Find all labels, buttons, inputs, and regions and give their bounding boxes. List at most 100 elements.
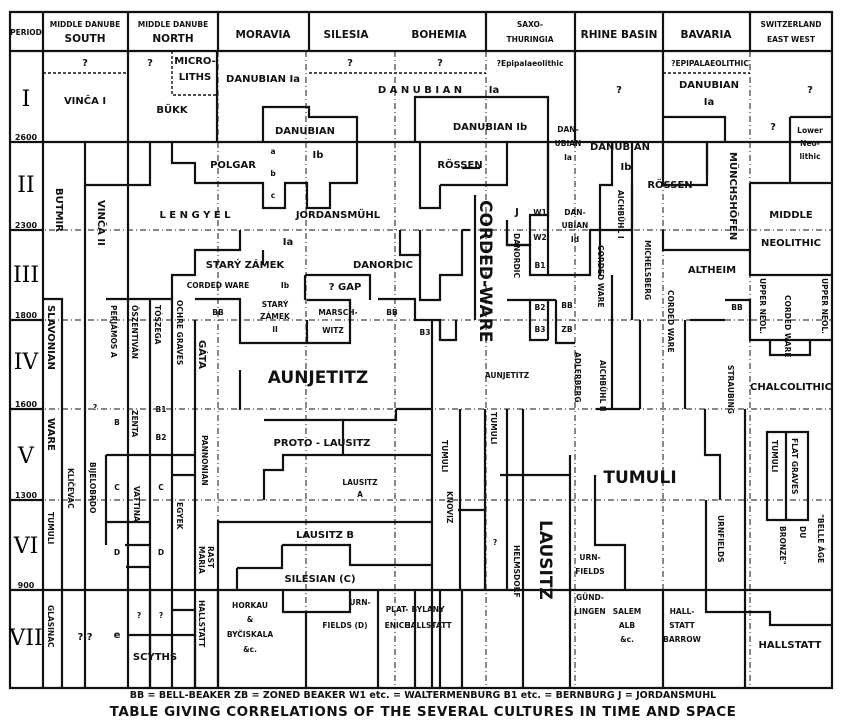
date-2600: 2600: [15, 133, 38, 142]
cell-klicevac: KLIČEVAC: [66, 468, 75, 509]
cell-swiss-unknown: ?: [807, 85, 813, 96]
cell-perjamos-c: C: [114, 483, 120, 492]
cell-e: e: [114, 630, 121, 641]
cell-bronze: BRONZE": [778, 526, 787, 565]
cell-salem-alb-2: ALB: [619, 621, 636, 630]
cell-marschwitz-2: WITZ: [322, 326, 344, 335]
cell-horkau-2: &: [247, 615, 254, 624]
cell-unknown: ?: [159, 611, 163, 620]
cell-zenta: ZENTA: [130, 410, 139, 437]
cell-du: DU: [798, 526, 807, 538]
cell-belle-age: "BELLE ÂGE: [816, 514, 825, 563]
cell-danubian-id-2: UBIAN: [562, 221, 589, 230]
cell-epipalaeolithic-saxo: ?Epipalaeolithic: [497, 59, 564, 68]
date-1800: 1800: [15, 311, 38, 320]
cell-hallstatt-swiss: HALLSTATT: [759, 640, 822, 651]
cell-unknown: ?: [347, 58, 353, 69]
cell-danordic-small: DANORDIC: [512, 233, 521, 278]
cell-aunjetitz: AUNJETITZ: [268, 368, 368, 388]
period-v: V: [17, 444, 35, 469]
cell-lausitz-a-2: A: [357, 490, 363, 499]
cell-rossen-saxo: RÖSSEN: [437, 157, 482, 171]
cell-maria-rast-1: MARIA: [197, 546, 206, 574]
date-900: 900: [18, 581, 35, 590]
header-period: PERIOD: [10, 28, 42, 37]
cell-urnfields-d-1: URN-: [349, 598, 370, 607]
cell-epipalaeolithic-bavaria: ?EPIPALAEOLITHIC: [671, 59, 749, 68]
period-ii-cells: DANUBIAN Ib POLGAR a b c Ib RÖSSEN RÖSSE…: [53, 142, 821, 342]
cell-vinca-ii: VINČA II: [95, 200, 108, 246]
date-2300: 2300: [15, 221, 38, 230]
cell-aichbuhl-i: AICHBÜHL I: [616, 190, 625, 239]
column-headers: PERIOD MIDDLE DANUBE SOUTH MIDDLE DANUBE…: [10, 20, 821, 45]
cell-lausitz-b: LAUSITZ B: [296, 530, 354, 541]
cell-corded-ware-swiss: CORDED WARE: [783, 295, 792, 357]
cell-unknown: ?: [137, 611, 141, 620]
cell-salem-alb-1: SALEM: [613, 607, 642, 616]
cell-tumuli-main: TUMULI: [603, 468, 676, 488]
period-i: I: [22, 87, 31, 112]
date-1300: 1300: [15, 491, 38, 500]
cell-ib-moravia: Ib: [313, 150, 324, 161]
legend-key: BB = BELL-BEAKER ZB = ZONED BEAKER W1 et…: [130, 690, 716, 701]
cell-lower-neolithic-3: lithic: [799, 152, 820, 161]
culture-boundaries: [43, 51, 832, 688]
cell-hallstatt-barrow-2: STATT: [669, 621, 695, 630]
cell-gundlingen-1: GÜND-: [576, 593, 604, 602]
cell-unknown: ?: [437, 58, 443, 69]
cell-danubian-ia-moravia: DANUBIAN Ia: [226, 74, 300, 85]
cell-straubing: STRAUBING: [726, 365, 735, 414]
cell-corded-ware-rhine: CORDED WARE: [596, 245, 605, 307]
cell-j: J: [514, 207, 519, 218]
cell-rhine-unknown: ?: [616, 85, 622, 96]
cell-perjamos: PERJÁMOS A: [109, 305, 118, 358]
period-iv: IV: [14, 350, 40, 375]
cell-danubian-ia-rhine-1: DAN-: [557, 125, 578, 134]
cell-tumuli-saxo: TUMULI: [489, 412, 498, 445]
cell-danubian-ia-rhine-2: UBIAN: [555, 139, 582, 148]
cell-stary-zamek-ii-2: ZÁMEK: [260, 312, 291, 321]
cell-b3: B3: [535, 325, 546, 334]
cell-zoned-beaker: ZB: [561, 325, 572, 334]
cell-silesian-c: SILESIAN (C): [284, 574, 355, 585]
header-saxo-1: SAXO-: [517, 20, 543, 29]
cell-stary-zamek: STARÝ ZÁMEK: [206, 258, 286, 271]
cell-toszeg-c: C: [158, 483, 164, 492]
cell-swiss-unknown-2: ?: [770, 122, 776, 133]
header-mds-2: SOUTH: [65, 33, 106, 45]
cell-w2: W2: [533, 233, 547, 242]
cell-upper-neolithic-east: UPPER NEOL.: [758, 278, 767, 334]
header-mdn-2: NORTH: [152, 33, 193, 45]
cell-polgar-b: b: [270, 169, 276, 178]
cell-danordic: DANORDIC: [353, 260, 413, 271]
cell-urnfields-rhine-2: FIELDS: [575, 567, 604, 576]
cell-hallstatt-barrow-3: BARROW: [663, 635, 701, 644]
cell-danubian-ia-rhine-3: Ia: [564, 153, 572, 162]
cell-polgar-c: c: [271, 191, 275, 200]
cell-butmir: BUTMIR: [53, 188, 64, 232]
cell-perjamos-b: B: [114, 418, 120, 427]
cell-bell-beaker: BB: [561, 301, 573, 310]
cell-helmsdorf: HELMSDORF: [512, 545, 521, 598]
header-column-lines: [41, 12, 752, 688]
cell-ochre-graves: OCHRE GRAVES: [175, 300, 184, 365]
cell-polgar: POLGAR: [210, 160, 256, 171]
cell-bell-beaker: BB: [731, 303, 743, 312]
cell-gap: ? GAP: [329, 282, 362, 293]
cell-corded-ware-moravia: CORDED WARE: [187, 281, 249, 290]
cell-horkau-1: HORKAU: [232, 601, 268, 610]
period-vi-cells: LAUSITZ B ? HELMSDORF LAUSITZ URN- FIELD…: [114, 515, 725, 600]
cell-egyek: EGYEK: [175, 502, 184, 531]
cell-salem-alb-3: &c.: [620, 635, 634, 644]
header-saxo-2: THURINGIA: [506, 35, 553, 44]
cell-altheim: ALTHEIM: [688, 265, 736, 276]
period-ii: II: [17, 173, 34, 198]
table-border: [8, 10, 834, 690]
cell-lausitz-a-1: LAUSITZ: [342, 478, 378, 487]
cell-slavonian: SLAVONIAN: [45, 305, 56, 370]
cell-vattina: VATTINA: [132, 486, 141, 522]
cell-platenice-1: PLAT-: [386, 605, 409, 614]
cell-horkau-4: &c.: [243, 645, 257, 654]
cell-toszeg-d: D: [158, 548, 164, 557]
